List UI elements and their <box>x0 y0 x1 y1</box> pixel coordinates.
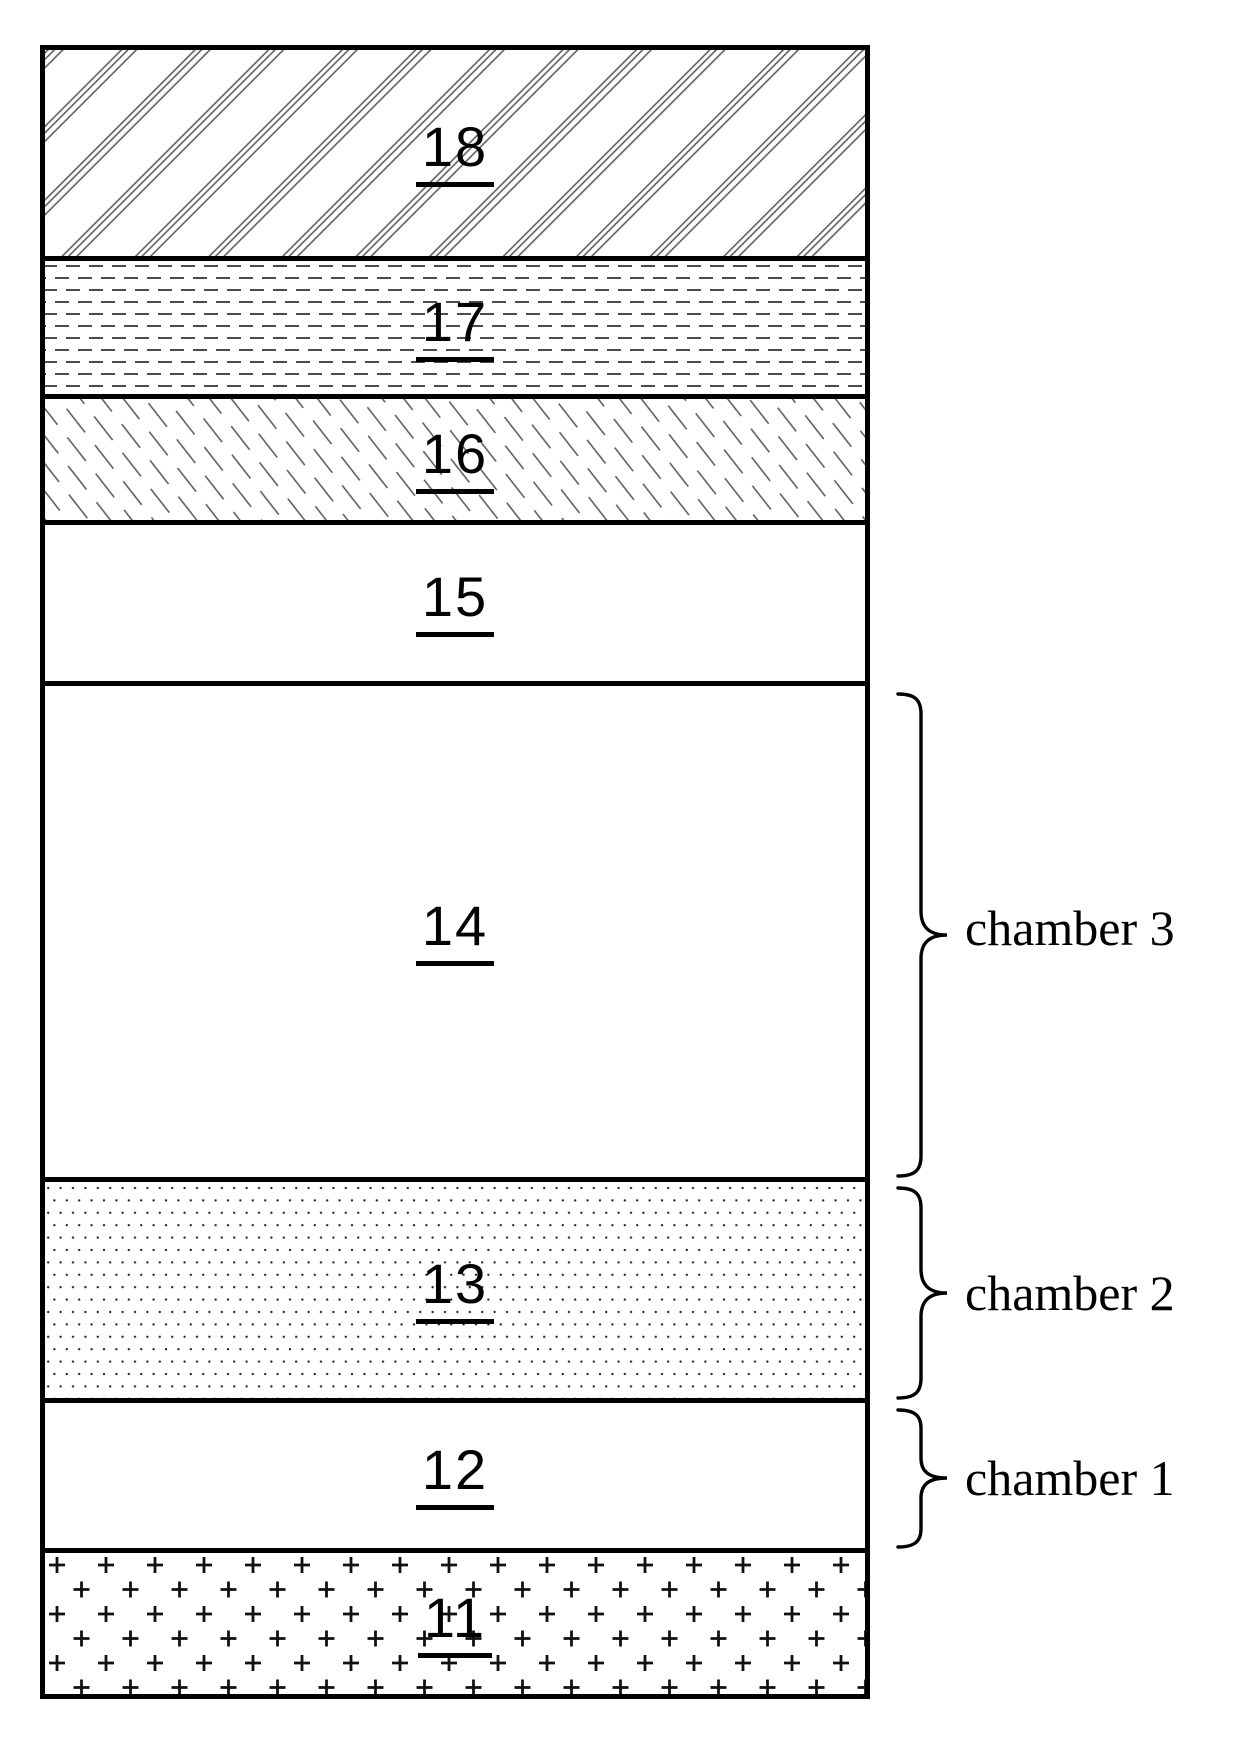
layer-12: 12 <box>45 1403 865 1553</box>
diagonal-hatch-up-pattern <box>45 50 865 256</box>
layer-14: 14 <box>45 686 865 1182</box>
chamber-2-brace <box>896 1186 948 1400</box>
plus-grid-pattern <box>45 1553 865 1694</box>
layer-15: 15 <box>45 525 865 686</box>
chamber-3-brace <box>896 692 948 1178</box>
layer-14-label: 14 <box>415 897 495 966</box>
chamber-3-label: chamber 3 <box>965 900 1175 956</box>
horizontal-dash-pattern <box>45 261 865 394</box>
layer-stack: 18 17 <box>40 45 870 1699</box>
layer-16-label: 16 <box>415 425 495 494</box>
layer-13-label: 13 <box>415 1256 495 1324</box>
layer-17: 17 <box>45 261 865 399</box>
layer-11-label: 11 <box>417 1589 493 1658</box>
chamber-2-label: chamber 2 <box>965 1265 1175 1321</box>
chamber-1-brace <box>896 1408 948 1549</box>
layer-16: 16 <box>45 399 865 525</box>
layer-18-label: 18 <box>415 119 495 187</box>
diagonal-dash-down-pattern <box>45 399 865 520</box>
layer-15-label: 15 <box>415 569 495 637</box>
layer-18: 18 <box>45 50 865 261</box>
layer-13: 13 <box>45 1182 865 1403</box>
layer-12-label: 12 <box>415 1441 495 1510</box>
chamber-1-label: chamber 1 <box>965 1450 1175 1506</box>
layer-17-label: 17 <box>415 293 495 362</box>
layer-11: 11 <box>45 1553 865 1694</box>
dot-stipple-pattern <box>45 1182 865 1398</box>
